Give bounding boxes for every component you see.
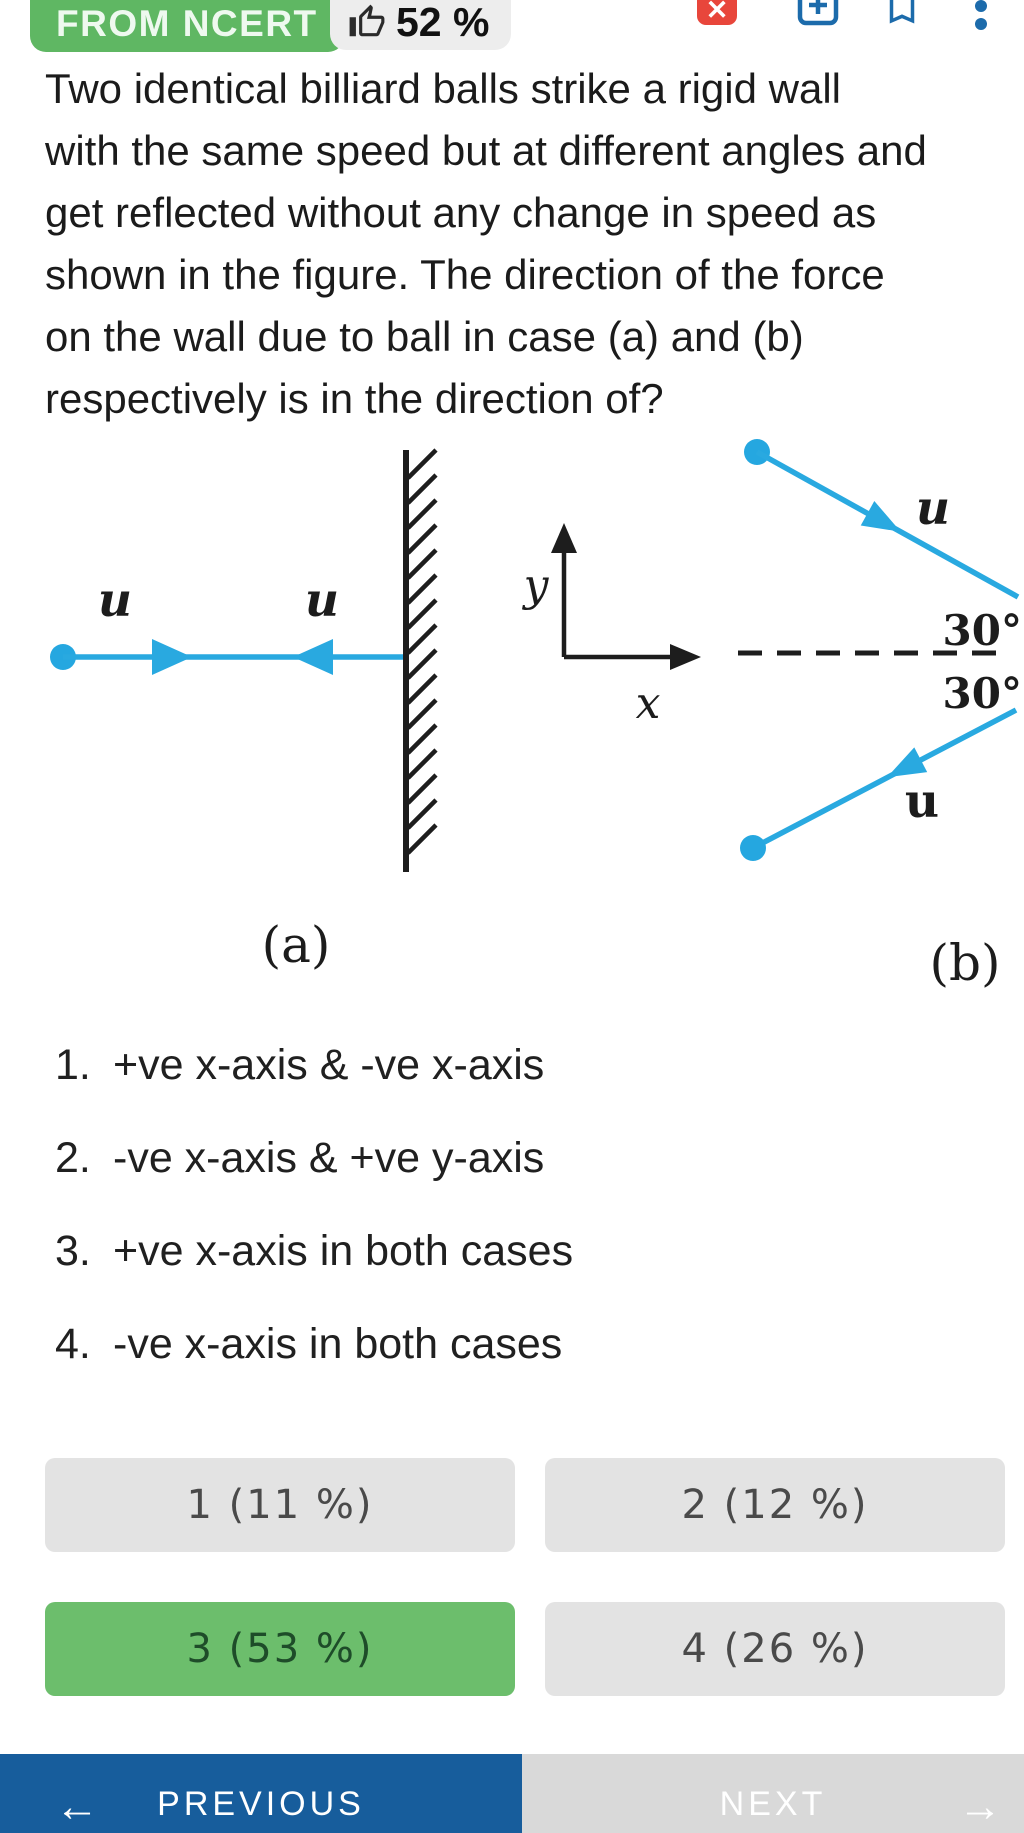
rating-percent: 52 % (396, 0, 490, 45)
y-axis-arrow (551, 523, 577, 553)
y-axis-label: y (522, 560, 550, 611)
wall-hatching (406, 448, 438, 855)
ball-b-reflected-path (751, 707, 1018, 851)
rating-badge: 52 % (330, 0, 512, 50)
option-1[interactable]: 1. +ve x-axis & -ve x-axis (55, 1040, 985, 1089)
options-list: 1. +ve x-axis & -ve x-axis 2. -ve x-axis… (55, 1040, 985, 1415)
option-4[interactable]: 4. -ve x-axis in both cases (55, 1319, 985, 1368)
speed-label-b1: u (916, 481, 950, 536)
stat-option-3-correct[interactable]: 3 (53 %) (45, 1602, 515, 1696)
ball-b-dot-bottom (740, 835, 766, 861)
x-axis-arrow (670, 644, 701, 670)
ball-a-reflected-arrow (293, 639, 333, 675)
source-badge: FROM NCERT (30, 0, 344, 52)
speed-label-a2: u (305, 573, 339, 628)
option-4-text: -ve x-axis in both cases (113, 1319, 563, 1368)
previous-button[interactable]: ← PREVIOUS (0, 1754, 522, 1833)
x-axis-label: x (636, 678, 661, 729)
angle-label-lower: 30° (943, 669, 1022, 718)
stat-option-4[interactable]: 4 (26 %) (545, 1602, 1005, 1696)
close-icon[interactable]: ✕ (697, 0, 737, 25)
option-2-number: 2. (55, 1133, 91, 1182)
angle-label-upper: 30° (943, 606, 1022, 655)
option-1-text: +ve x-axis & -ve x-axis (113, 1040, 545, 1089)
speed-label-b2: u (905, 774, 939, 829)
speed-label-a1: u (98, 573, 132, 628)
previous-label: PREVIOUS (157, 1785, 365, 1823)
option-1-number: 1. (55, 1040, 91, 1089)
more-options-icon[interactable] (975, 0, 987, 36)
ball-a-incident-arrow (152, 639, 192, 675)
next-button[interactable]: NEXT → (522, 1754, 1024, 1833)
bottom-nav: ← PREVIOUS NEXT → (0, 1754, 1024, 1833)
forward-arrow-icon: → (958, 1782, 1002, 1831)
stat-option-1[interactable]: 1 (11 %) (45, 1458, 515, 1552)
add-to-playlist-icon[interactable] (796, 0, 840, 27)
caption-b: (b) (929, 934, 1000, 992)
ball-b-reflected-arrow (887, 747, 928, 778)
ball-b-incident-arrow (860, 501, 901, 532)
bookmark-icon[interactable] (881, 0, 923, 29)
back-arrow-icon: ← (55, 1782, 99, 1831)
option-4-number: 4. (55, 1319, 91, 1368)
reflection-figure: u u y x u 30° 30° u (a) (b) (50, 439, 1022, 992)
next-label: NEXT (719, 1785, 827, 1823)
option-3[interactable]: 3. +ve x-axis in both cases (55, 1226, 985, 1275)
option-2-text: -ve x-axis & +ve y-axis (113, 1133, 545, 1182)
option-3-number: 3. (55, 1226, 91, 1275)
option-3-text: +ve x-axis in both cases (113, 1226, 574, 1275)
thumbs-up-icon (349, 4, 385, 37)
stat-option-2[interactable]: 2 (12 %) (545, 1458, 1005, 1552)
option-2[interactable]: 2. -ve x-axis & +ve y-axis (55, 1133, 985, 1182)
question-text: Two identical billiard balls strike a ri… (45, 65, 927, 422)
answer-stats: 1 (11 %) 2 (12 %) 3 (53 %) 4 (26 %) (45, 1458, 1005, 1696)
caption-a: (a) (262, 916, 331, 974)
